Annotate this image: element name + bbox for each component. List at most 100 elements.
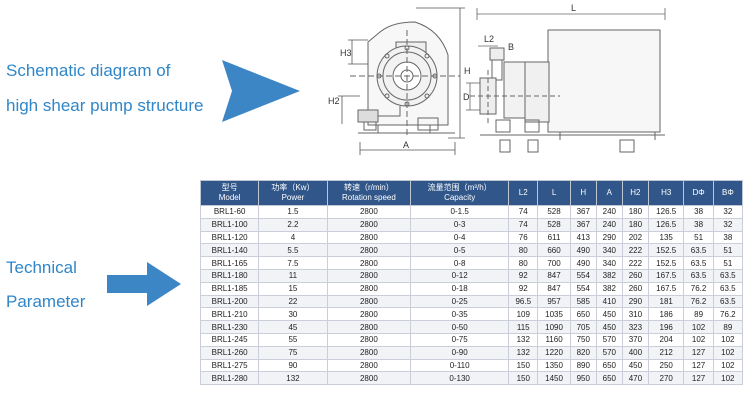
column-header-en: L2: [518, 188, 528, 197]
table-cell: 2800: [326, 205, 412, 219]
table-cell: 1.5: [258, 205, 328, 219]
table-cell: 0-1.5: [410, 205, 510, 219]
table-cell: 0-25: [410, 294, 510, 309]
table-cell: 63.5: [712, 281, 744, 296]
table-cell: 847: [537, 268, 571, 283]
table-cell: 186: [647, 307, 685, 322]
table-cell: BRL1-140: [199, 243, 260, 258]
dim-h3-label: H3: [340, 48, 352, 58]
column-header-cn: 转速（r/min）: [343, 183, 394, 192]
column-header-en: H2: [630, 188, 641, 197]
table-cell: 92: [508, 268, 539, 283]
column-header-en: Capacity: [444, 193, 476, 202]
table-cell: 950: [569, 371, 597, 386]
table-cell: 250: [647, 358, 685, 373]
table-cell: 63.5: [683, 256, 714, 270]
table-cell: 470: [621, 371, 649, 386]
dim-b-label: B: [508, 42, 514, 52]
pump-schematic-drawing: H3 H2 H A L L2 B D: [328, 3, 666, 155]
column-header-en: H3: [661, 188, 672, 197]
table-cell: 554: [569, 281, 597, 296]
dim-a-label: A: [403, 140, 409, 150]
table-cell: 92: [508, 281, 539, 296]
table-cell: 150: [508, 358, 539, 373]
table-cell: 45: [258, 320, 328, 334]
table-cell: 2800: [326, 268, 412, 283]
technical-title-line2: Parameter: [6, 292, 86, 311]
table-cell: 2800: [326, 230, 412, 245]
table-cell: 1090: [537, 320, 571, 334]
table-cell: 32: [712, 205, 744, 219]
column-header: H2: [621, 180, 649, 206]
column-header-en: Model: [218, 193, 241, 202]
column-header-en: DΦ: [692, 188, 705, 197]
table-cell: 222: [621, 256, 649, 270]
schematic-title-line2: high shear pump structure: [6, 96, 204, 115]
table-cell: 570: [595, 345, 623, 360]
column-header: 功率（Kw）Power: [258, 180, 328, 206]
column-header-cn: 功率（Kw）: [271, 183, 315, 192]
table-cell: 15: [258, 281, 328, 296]
column-header: H3: [647, 180, 685, 206]
table-cell: 340: [595, 256, 623, 270]
table-cell: 102: [712, 358, 744, 373]
table-cell: 96.5: [508, 294, 539, 309]
table-cell: 204: [647, 332, 685, 347]
table-cell: 63.5: [683, 268, 714, 283]
table-cell: 102: [683, 332, 714, 347]
table-cell: 0-50: [410, 320, 510, 334]
table-cell: 212: [647, 345, 685, 360]
table-cell: 132: [258, 371, 328, 386]
schematic-title-line1: Schematic diagram of: [6, 61, 171, 80]
table-cell: 2800: [326, 320, 412, 334]
table-cell: 102: [712, 332, 744, 347]
table-cell: 650: [595, 358, 623, 373]
table-cell: BRL1-185: [199, 281, 260, 296]
table-cell: 260: [621, 281, 649, 296]
table-cell: 152.5: [647, 256, 685, 270]
table-cell: 38: [683, 205, 714, 219]
column-header-en: BΦ: [721, 188, 734, 197]
table-cell: 152.5: [647, 243, 685, 258]
table-cell: 7.5: [258, 256, 328, 270]
table-cell: 0-110: [410, 358, 510, 373]
table-cell: 0-4: [410, 230, 510, 245]
table-cell: 1220: [537, 345, 571, 360]
table-cell: BRL1-230: [199, 320, 260, 334]
table-cell: 0-75: [410, 332, 510, 347]
table-cell: 2800: [326, 332, 412, 347]
table-cell: 290: [621, 294, 649, 309]
table-cell: 650: [595, 371, 623, 386]
column-header: A: [595, 180, 623, 206]
column-header: 转速（r/min）Rotation speed: [326, 180, 412, 206]
column-header-cn: 流量范围（m³/h）: [427, 183, 492, 192]
table-cell: 240: [595, 205, 623, 219]
table-cell: 957: [537, 294, 571, 309]
table-cell: 1350: [537, 358, 571, 373]
column-header-en: L: [551, 188, 557, 197]
table-cell: 0-3: [410, 217, 510, 232]
table-cell: 490: [569, 256, 597, 270]
table-cell: 90: [258, 358, 328, 373]
table-cell: 340: [595, 243, 623, 258]
table-cell: 51: [683, 230, 714, 245]
table-cell: 132: [508, 345, 539, 360]
table-cell: 2800: [326, 358, 412, 373]
table-cell: 5.5: [258, 243, 328, 258]
table-cell: 2800: [326, 243, 412, 258]
table-cell: 80: [508, 243, 539, 258]
table-cell: 135: [647, 230, 685, 245]
column-header: BΦ: [712, 180, 744, 206]
table-cell: 38: [683, 217, 714, 232]
column-header: 流量范围（m³/h）Capacity: [410, 180, 510, 206]
